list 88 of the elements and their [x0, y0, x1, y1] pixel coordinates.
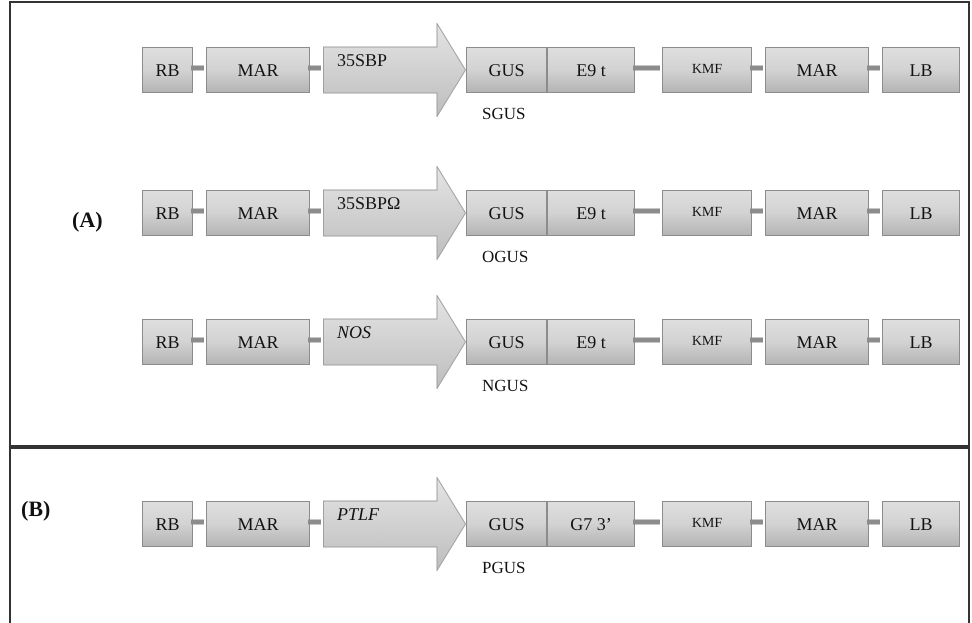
connector-line [191, 520, 204, 524]
segment-box [206, 47, 310, 93]
connector-line [308, 66, 321, 70]
segment-box [882, 501, 960, 547]
connector-line [750, 66, 763, 70]
segment-box [206, 501, 310, 547]
panel-frame [9, 1, 970, 447]
connector-line [191, 338, 204, 342]
segment-label: GUS [488, 333, 524, 351]
connector-line [191, 208, 204, 214]
segment-label: 35SBPΩ [337, 194, 400, 212]
segment-box [765, 319, 869, 365]
connector-line [308, 338, 321, 342]
segment-box [206, 319, 310, 365]
segment-label: MAR [796, 61, 838, 79]
segment-label: LB [909, 204, 932, 222]
segment-label: RB [155, 204, 180, 222]
segment-box [882, 47, 960, 93]
segment-box [547, 190, 635, 236]
segment-box [662, 501, 752, 547]
segment-box [765, 501, 869, 547]
segment-label: GUS [488, 204, 524, 222]
segment-box [547, 47, 635, 93]
construct-name: OGUS [482, 248, 528, 265]
panel-heading: (A) [72, 209, 103, 231]
connector-line [633, 520, 660, 524]
segment-label: GUS [488, 515, 524, 533]
segment-label: KMF [692, 206, 722, 220]
connector-line [750, 208, 763, 214]
segment-box [466, 47, 547, 93]
connector-line [867, 520, 880, 524]
connector-line [633, 338, 660, 342]
segment-label: RB [155, 61, 180, 79]
segment-label: MAR [237, 204, 278, 222]
connector-line [867, 208, 880, 214]
segment-box [142, 190, 193, 236]
segment-box [466, 190, 547, 236]
segment-box [466, 319, 547, 365]
panel-heading: (B) [21, 498, 50, 520]
connector-line [750, 338, 763, 342]
segment-box [662, 319, 752, 365]
segment-box [142, 319, 193, 365]
construct-name: NGUS [482, 377, 528, 394]
segment-label: KMF [692, 63, 722, 77]
segment-label: E9 t [576, 61, 606, 79]
segment-box [547, 501, 635, 547]
segment-box [206, 190, 310, 236]
segment-label: RB [155, 515, 180, 533]
segment-label: G7 3’ [570, 515, 612, 533]
segment-label: RB [155, 333, 180, 351]
segment-box [142, 501, 193, 547]
connector-line [867, 338, 880, 342]
connector-line [308, 208, 321, 214]
segment-box [765, 190, 869, 236]
segment-label: LB [909, 333, 932, 351]
connector-line [750, 520, 763, 524]
segment-label: KMF [692, 335, 722, 349]
segment-label: MAR [796, 333, 838, 351]
connector-line [191, 66, 204, 70]
segment-label: MAR [796, 204, 838, 222]
segment-box [882, 190, 960, 236]
segment-label: KMF [692, 517, 722, 531]
segment-label: MAR [796, 515, 838, 533]
connector-line [633, 208, 660, 214]
segment-box [466, 501, 547, 547]
segment-label: E9 t [576, 333, 606, 351]
connector-line [308, 520, 321, 524]
segment-box [662, 190, 752, 236]
connector-line [633, 66, 660, 70]
segment-box [547, 319, 635, 365]
segment-label: MAR [237, 333, 278, 351]
segment-label: LB [909, 515, 932, 533]
construct-name: SGUS [482, 105, 526, 122]
segment-label: 35SBP [337, 51, 388, 69]
segment-label: MAR [237, 515, 278, 533]
segment-label: E9 t [576, 204, 606, 222]
segment-label: LB [909, 61, 932, 79]
panel-frame [9, 447, 970, 623]
segment-box [662, 47, 752, 93]
segment-box [142, 47, 193, 93]
segment-box [882, 319, 960, 365]
segment-label: NOS [337, 323, 372, 341]
segment-label: PTLF [337, 505, 380, 523]
segment-label: MAR [237, 61, 278, 79]
segment-box [765, 47, 869, 93]
connector-line [867, 66, 880, 70]
segment-label: GUS [488, 61, 524, 79]
construct-name: PGUS [482, 559, 526, 576]
